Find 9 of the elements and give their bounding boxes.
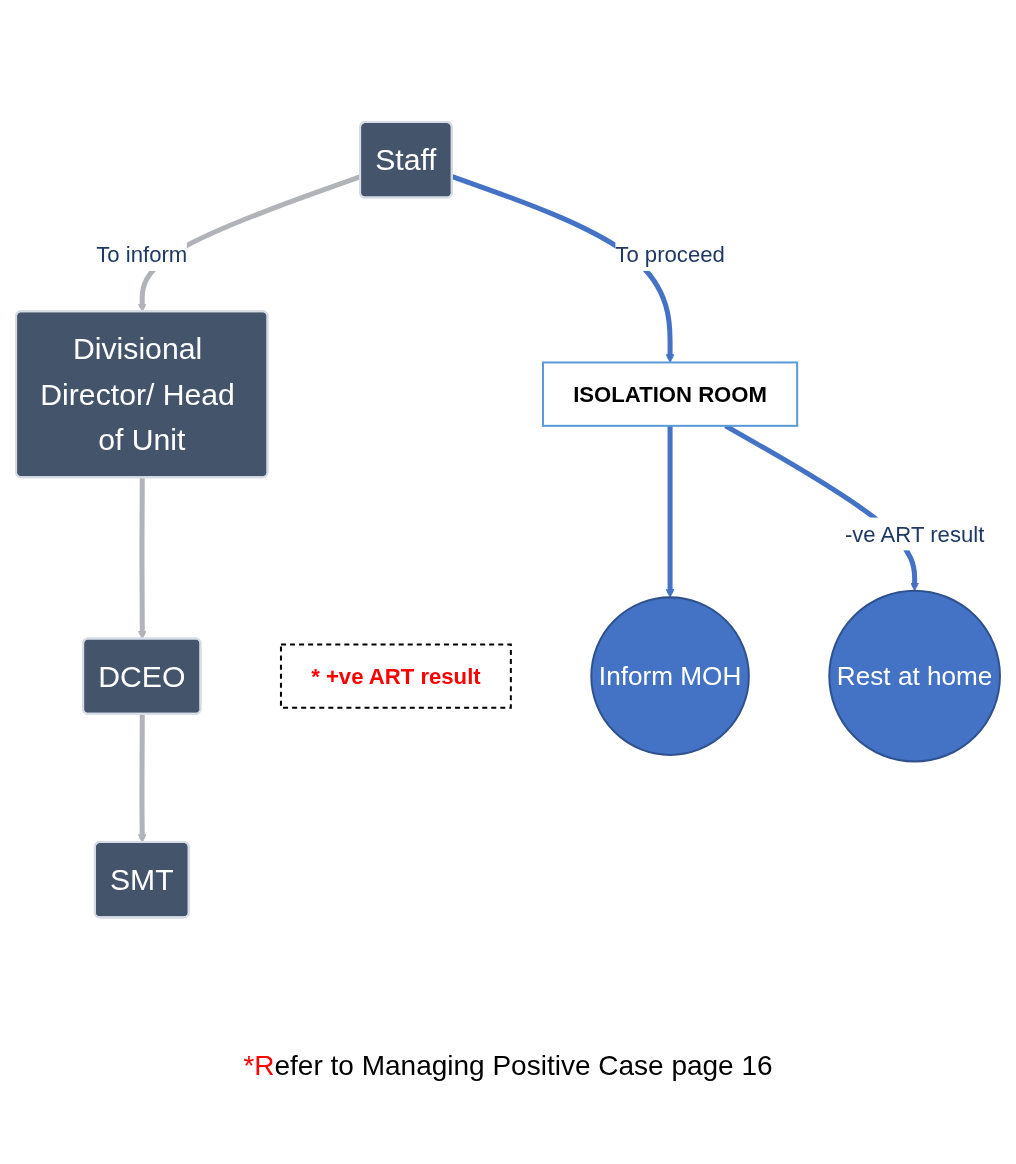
node-box [541, 361, 799, 428]
node-circle [590, 596, 750, 757]
edge-label: -ve ART result [844, 521, 985, 547]
flowchart: To inform To proceed -ve ART result Staff Divisional Director/ Head of Unit DCEO SMT ISOLATION ROOM * +ve ART result Inform MOH Rest at home [8, 114, 1008, 926]
edge-label: To inform [96, 242, 188, 268]
footnote: *Refer to Managing Positive Case page 16 [243, 1050, 773, 1082]
node-circle [828, 590, 1001, 763]
edge-label: To proceed [615, 242, 725, 268]
node-box [279, 643, 512, 710]
